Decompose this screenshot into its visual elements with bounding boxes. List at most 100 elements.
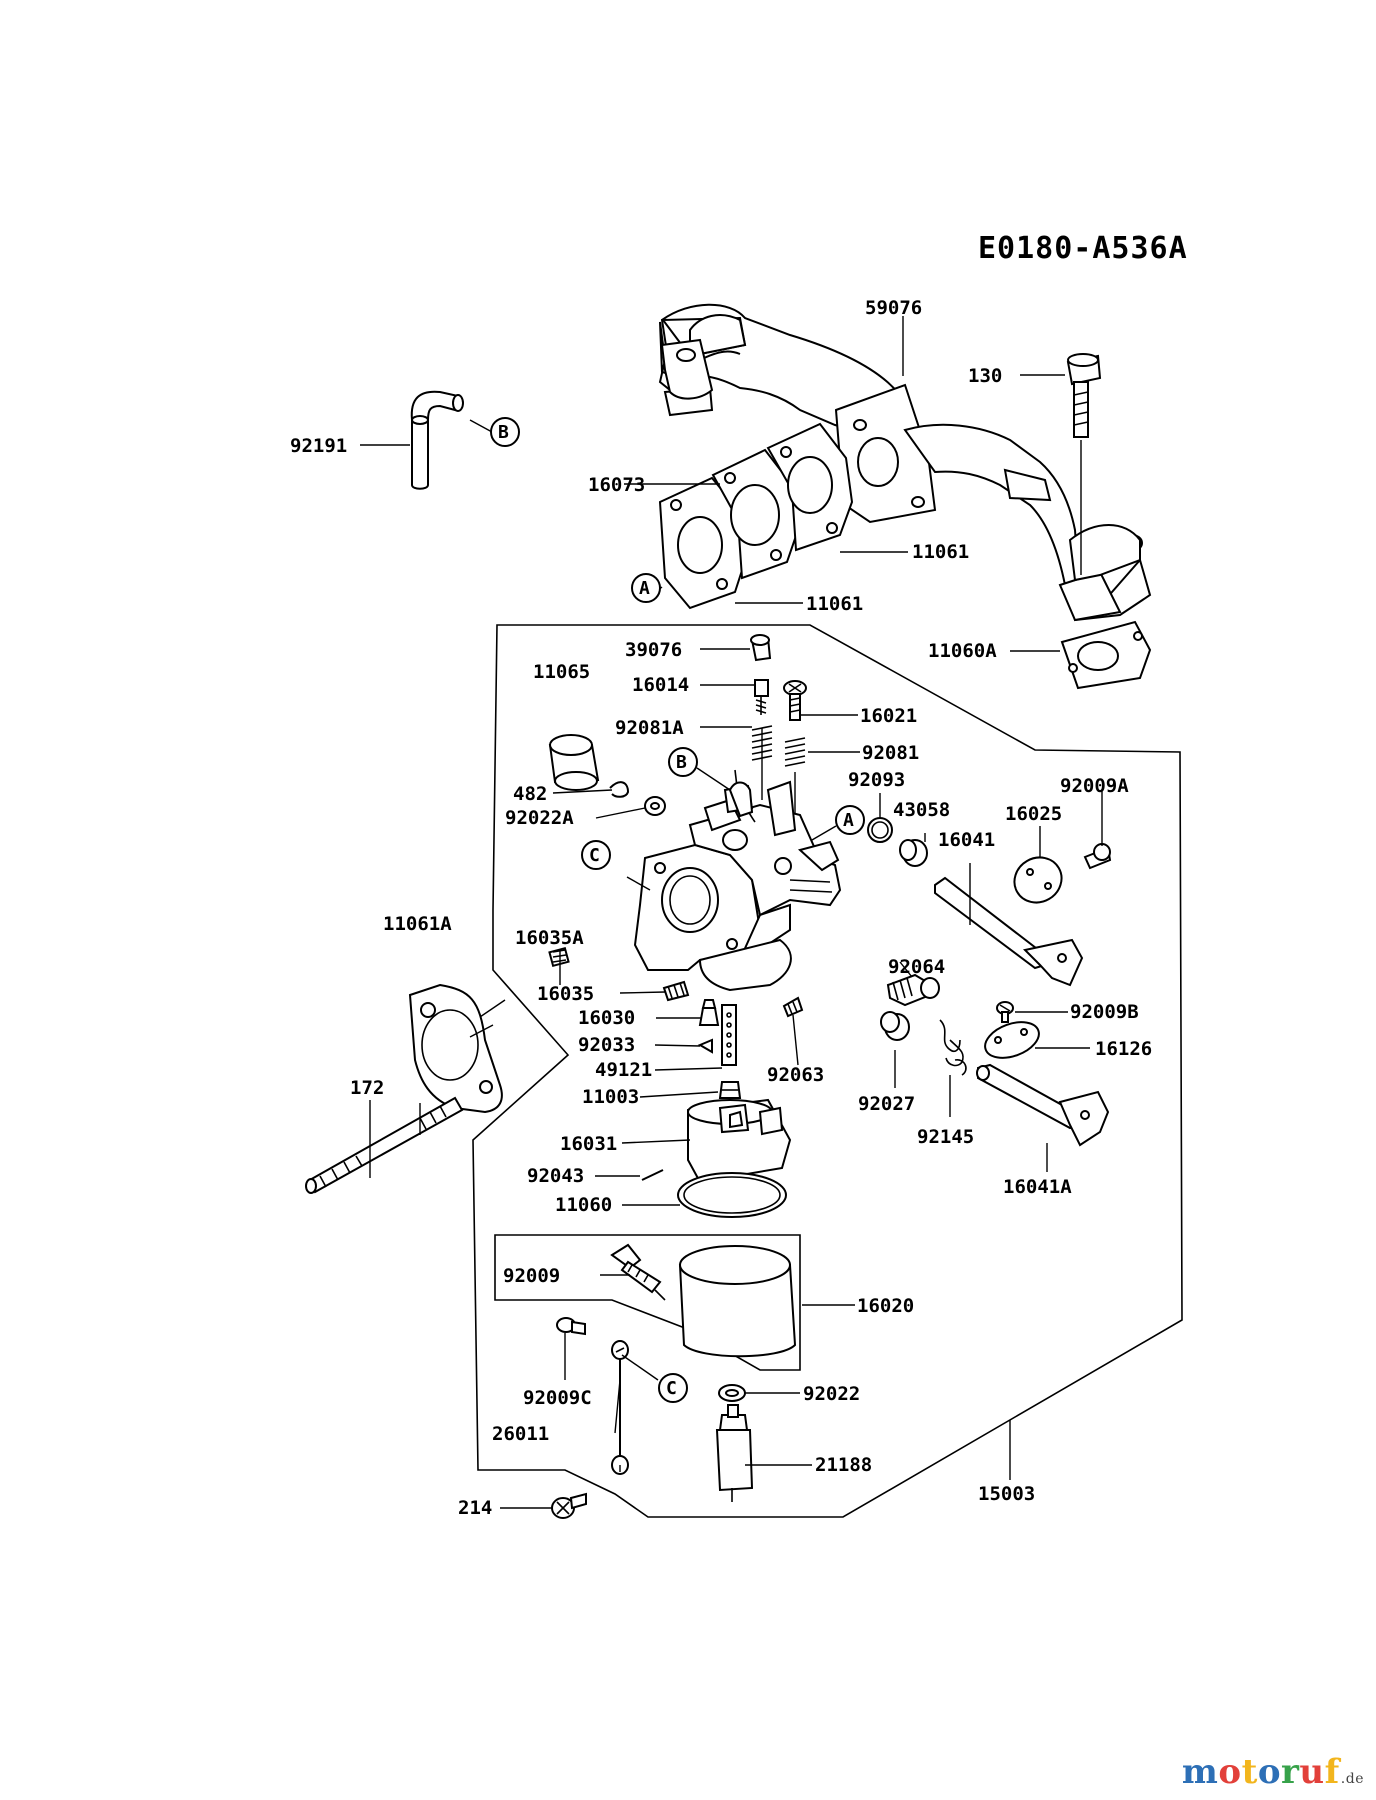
label-16035: 16035 bbox=[537, 983, 594, 1005]
label-43058: 43058 bbox=[893, 799, 950, 821]
label-172: 172 bbox=[350, 1077, 384, 1099]
jet-16030 bbox=[698, 999, 720, 1026]
label-26011: 26011 bbox=[492, 1423, 549, 1445]
label-92022A: 92022A bbox=[505, 807, 574, 829]
label-92009B: 92009B bbox=[1070, 1001, 1139, 1023]
carburetor-body bbox=[633, 769, 842, 992]
seal-43058 bbox=[899, 839, 928, 867]
choke-shaft-16041 bbox=[934, 876, 1084, 987]
washer-92022 bbox=[718, 1384, 746, 1402]
spring-92081A bbox=[751, 725, 773, 800]
label-92145: 92145 bbox=[917, 1126, 974, 1148]
callout-A-top: A bbox=[631, 573, 661, 603]
gasket-11060A bbox=[1060, 620, 1152, 690]
label-214: 214 bbox=[458, 1497, 492, 1519]
label-21188: 21188 bbox=[815, 1454, 872, 1476]
label-92081: 92081 bbox=[862, 742, 919, 764]
screw-16021 bbox=[783, 680, 807, 721]
label-59076: 59076 bbox=[865, 297, 922, 319]
label-11060: 11060 bbox=[555, 1194, 612, 1216]
brand-letter: o bbox=[1218, 1752, 1242, 1792]
emulsion-tube-49121 bbox=[721, 1004, 737, 1066]
svg-text:A: A bbox=[639, 578, 650, 599]
svg-text:A: A bbox=[843, 810, 854, 831]
label-92191: 92191 bbox=[290, 435, 347, 457]
brand-letter: r bbox=[1281, 1752, 1300, 1792]
cap-11065 bbox=[548, 734, 600, 791]
clip-482 bbox=[609, 781, 630, 798]
label-16041A: 16041A bbox=[1003, 1176, 1072, 1198]
bowl-gasket-11060 bbox=[677, 1172, 787, 1218]
label-92022: 92022 bbox=[803, 1383, 860, 1405]
callout-B-carb: B bbox=[668, 747, 731, 791]
label-16030: 16030 bbox=[578, 1007, 635, 1029]
label-16021: 16021 bbox=[860, 705, 917, 727]
fuel-hose bbox=[410, 390, 464, 490]
label-92063: 92063 bbox=[767, 1064, 824, 1086]
label-16020: 16020 bbox=[857, 1295, 914, 1317]
svg-text:B: B bbox=[498, 422, 509, 443]
solenoid-21188 bbox=[715, 1404, 754, 1502]
label-92033: 92033 bbox=[578, 1034, 635, 1056]
part-labels: 59076 130 92191 16073 11061 11061 11060A… bbox=[290, 297, 1152, 1519]
callout-A-carb: A bbox=[811, 805, 865, 841]
svg-text:C: C bbox=[666, 1378, 677, 1399]
callout-B-top: B bbox=[490, 417, 520, 447]
leader-lines bbox=[360, 316, 1103, 1509]
label-92027: 92027 bbox=[858, 1093, 915, 1115]
brand-suffix: .de bbox=[1340, 1771, 1364, 1787]
label-16035A: 16035A bbox=[515, 927, 584, 949]
svg-text:B: B bbox=[676, 752, 687, 773]
label-16031: 16031 bbox=[560, 1133, 617, 1155]
label-11061-b: 11061 bbox=[806, 593, 863, 615]
intake-manifold bbox=[658, 303, 1152, 622]
lead-wire-26011 bbox=[611, 1340, 629, 1475]
label-92009C: 92009C bbox=[523, 1387, 592, 1409]
screw-214 bbox=[551, 1492, 587, 1519]
brand-letter: f bbox=[1324, 1752, 1340, 1792]
gasket-11061A bbox=[408, 983, 503, 1114]
label-11065: 11065 bbox=[533, 661, 590, 683]
screw-16035 bbox=[662, 980, 690, 1002]
label-11003: 11003 bbox=[582, 1086, 639, 1108]
bolt-130 bbox=[1066, 353, 1102, 575]
float-bowl-16020 bbox=[678, 1245, 797, 1358]
label-15003: 15003 bbox=[978, 1483, 1035, 1505]
float-16031 bbox=[687, 1098, 792, 1184]
label-92009: 92009 bbox=[503, 1265, 560, 1287]
label-16073: 16073 bbox=[588, 474, 645, 496]
washer-92022A bbox=[644, 796, 666, 816]
brand-letter: m bbox=[1181, 1752, 1219, 1792]
oring-92093 bbox=[867, 817, 893, 843]
label-16025: 16025 bbox=[1005, 803, 1062, 825]
label-49121: 49121 bbox=[595, 1059, 652, 1081]
label-16041: 16041 bbox=[938, 829, 995, 851]
label-11061A: 11061A bbox=[383, 913, 452, 935]
main-jet-11003 bbox=[718, 1081, 742, 1099]
label-92009A: 92009A bbox=[1060, 775, 1129, 797]
screw-92009C bbox=[556, 1317, 586, 1336]
label-16014: 16014 bbox=[632, 674, 689, 696]
label-92064: 92064 bbox=[888, 956, 945, 978]
screw-92009A bbox=[1083, 843, 1112, 870]
brand-letter: t bbox=[1241, 1752, 1258, 1792]
throttle-plate-16126 bbox=[984, 1021, 1040, 1059]
screw-16035A bbox=[548, 946, 570, 968]
stud-172 bbox=[305, 999, 506, 1194]
label-130: 130 bbox=[968, 365, 1002, 387]
pin-92043 bbox=[641, 1169, 664, 1181]
label-92043: 92043 bbox=[527, 1165, 584, 1187]
assembly-boundary bbox=[472, 624, 1183, 1518]
label-92093: 92093 bbox=[848, 769, 905, 791]
screw-92064 bbox=[886, 973, 940, 1007]
cap-92027 bbox=[880, 1011, 910, 1041]
screw-92063 bbox=[782, 996, 804, 1018]
brand-letter: u bbox=[1299, 1752, 1325, 1792]
callout-C-carb: C bbox=[581, 840, 611, 870]
throttle-shaft-16041A bbox=[976, 1063, 1110, 1147]
brand-logo: motoruf.de bbox=[1182, 1752, 1364, 1792]
svg-text:C: C bbox=[589, 845, 600, 866]
diagram-code: E0180-A536A bbox=[978, 231, 1188, 266]
brand-letter: o bbox=[1257, 1752, 1281, 1792]
